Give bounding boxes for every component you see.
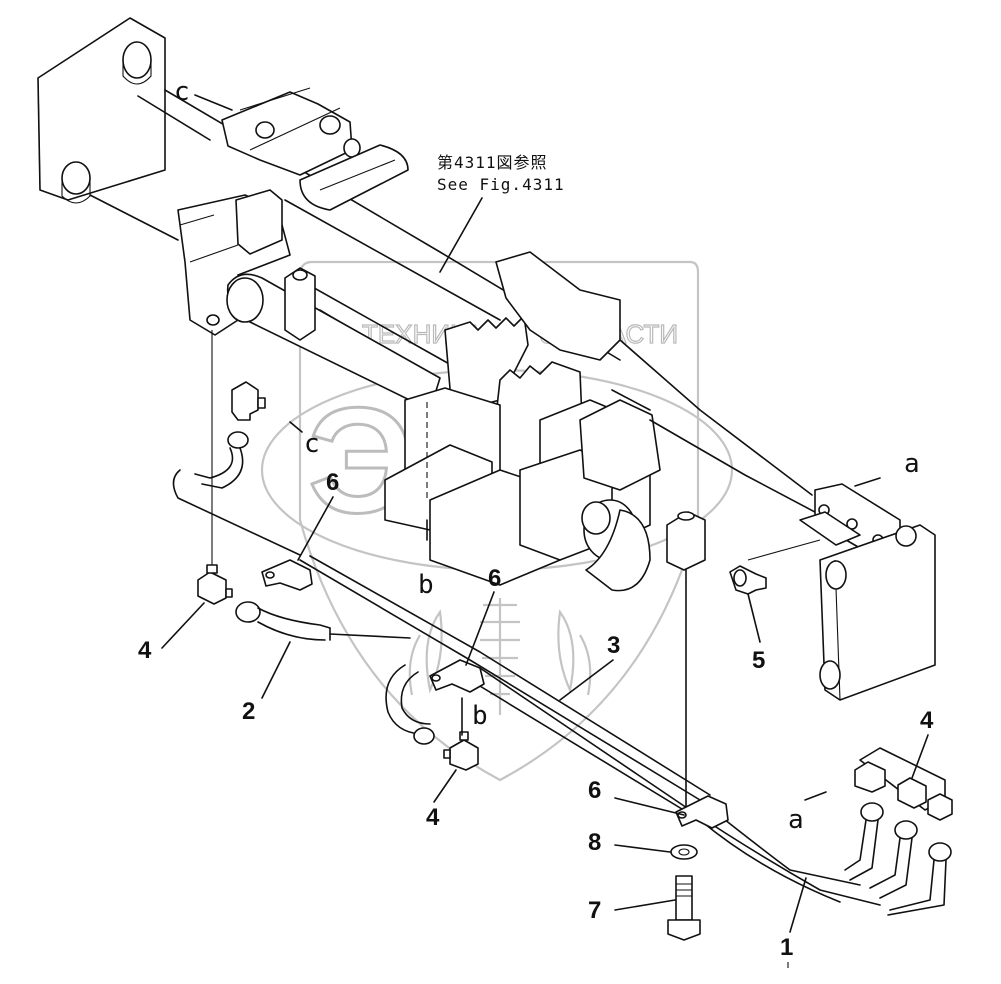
reference-leader (439, 197, 483, 273)
nut-lower-left (413, 727, 435, 745)
bolt-7 (675, 875, 693, 921)
reference-note-en: See Fig.4311 (437, 175, 565, 194)
washer-8 (670, 844, 698, 860)
reference-note: 第4311図参照 See Fig.4311 (437, 153, 565, 273)
boss-upper (122, 41, 152, 79)
callout-4-center: 4 (426, 804, 440, 831)
boss-lower (61, 161, 91, 195)
callout-6-center: 6 (488, 565, 501, 592)
fitting-4-right-a (854, 761, 886, 793)
callout-5: 5 (752, 647, 765, 674)
right-bracket-tab (799, 511, 861, 546)
view-letters: c c a a b b (174, 77, 920, 835)
hose-2-nut (235, 601, 261, 623)
elbow-fitting-top (231, 381, 259, 421)
watermark-shield (298, 260, 700, 782)
view-letter-c-mid: c (304, 429, 320, 459)
frame-assembly (37, 17, 936, 816)
upper-tube (299, 144, 409, 211)
callout-8: 8 (588, 829, 601, 856)
callouts: 6 6 6 4 4 4 2 3 5 8 7 1 (138, 469, 934, 968)
view-letter-a-right: a (904, 449, 920, 479)
hose-assembly (172, 381, 953, 941)
small-post (284, 267, 316, 341)
reference-note-jp: 第4311図参照 (437, 153, 548, 172)
jaw-block-right (495, 251, 621, 361)
callout-3: 3 (607, 632, 620, 659)
view-letter-b-lower: b (472, 701, 488, 731)
fitting-4-right-c (927, 793, 953, 821)
view-letter-a-lower: a (788, 805, 804, 835)
view-letter-c-top: c (174, 77, 190, 107)
callout-7: 7 (588, 897, 601, 924)
view-letter-b-upper: b (418, 570, 434, 600)
leader-guides (211, 330, 428, 570)
fitting-4-left (197, 571, 227, 605)
callout-6-bottom: 6 (588, 777, 601, 804)
callout-6-upper: 6 (326, 469, 339, 496)
wheat-icon (408, 598, 592, 715)
fitting-4-right-b (897, 777, 927, 809)
clip-6-upper (261, 559, 313, 591)
main-beam-bottom-edge (89, 194, 179, 241)
right-end-plate (819, 524, 936, 701)
callout-4-right: 4 (920, 707, 934, 734)
clip-6-bottom (675, 795, 729, 829)
clip-6-center (429, 659, 485, 693)
callout-2: 2 (242, 698, 255, 725)
fitting-4-center (449, 739, 479, 771)
view-arrows (194, 94, 881, 801)
callout-4-left: 4 (138, 637, 152, 664)
callout-1: 1 (780, 934, 793, 961)
